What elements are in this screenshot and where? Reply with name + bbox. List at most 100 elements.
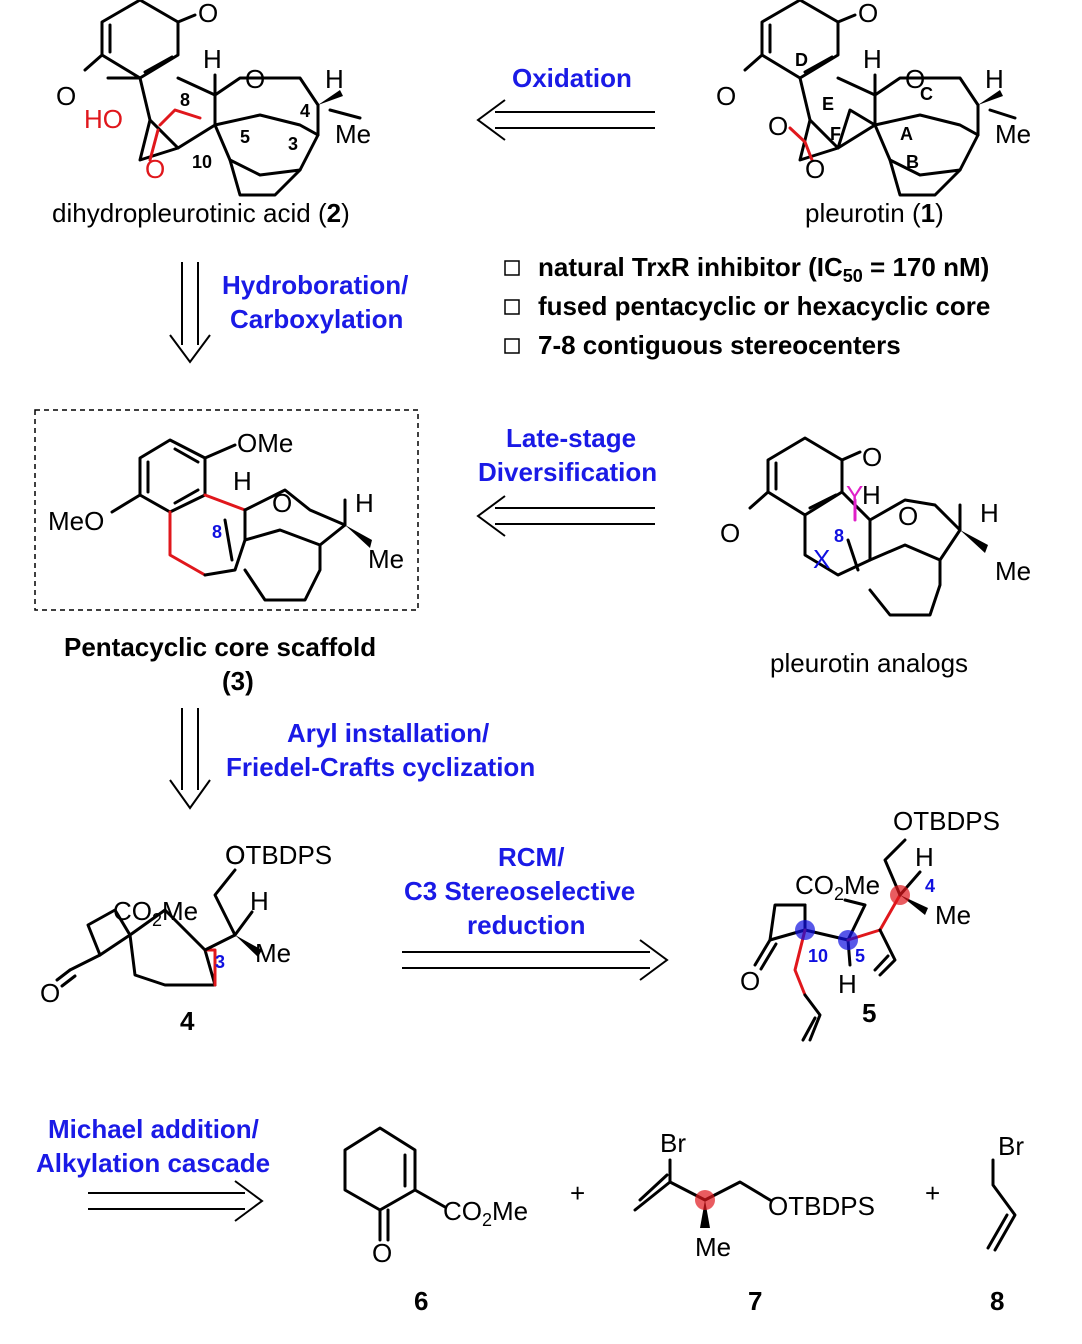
structure-pleurotin-analogs: O O Y H O H Me X 8 [720,436,1031,617]
feature-2: fused pentacyclic or hexacyclic core [538,291,990,321]
ring-label: D [795,50,808,70]
compound-2-name: dihydropleurotinic acid (2) [52,198,350,228]
retro-arrow-aryl [169,708,211,810]
atom-o: O [858,0,878,28]
atom-o: O [905,64,925,94]
atom-h: H [355,488,374,518]
step-aryl-1: Aryl installation/ [287,718,489,748]
atom-h: H [980,498,999,528]
step-late-stage-1: Late-stage [506,423,636,453]
step-oxidation: Oxidation [512,63,632,93]
atom-ho: HO [84,104,123,134]
atom-h: H [915,842,934,872]
retro-arrow-rcm [402,939,669,981]
atom-meo: MeO [48,506,104,536]
step-late-stage-2: Diversification [478,457,657,487]
ring-label: F [830,124,841,144]
core-scaffold-box [34,409,419,611]
atom-otbdps: OOTBDPS [225,840,332,870]
atom-h: H [863,44,882,74]
atom-h: H [985,64,1004,94]
position-label: 5 [240,127,250,147]
atom-o: O [40,978,60,1008]
compound-3-name: Pentacyclic core scaffold [64,632,376,662]
structure-dihydropleurotinic-acid: O O HO O H O H Me 8 4 5 3 10 [56,0,371,197]
atom-o: O [716,81,736,111]
ring-label: E [822,94,834,114]
atom-o: O [720,518,740,548]
bullet-icon [504,338,520,354]
compound-6-number: 6 [414,1286,428,1316]
position-label: 10 [192,152,212,172]
position-label: 4 [300,101,310,121]
atom-o: O [740,966,760,996]
bullet-icon [504,299,520,315]
retro-arrow-michael [88,1180,264,1222]
structure-compound-5: O CO2Me OTBDPS H Me H 10 5 4 [740,806,1000,1042]
stereocenter-marker [695,1190,715,1210]
atom-me: Me [935,900,971,930]
atom-me: Me [995,119,1031,149]
plus-sign: + [570,1178,585,1208]
atom-me: Me [255,938,291,968]
compound-5-number: 5 [862,998,876,1028]
atom-h: H [838,969,857,999]
retro-arrow-diversification [476,495,655,537]
atom-me: Me [368,544,404,574]
atom-co2me: CO2Me [113,896,198,930]
atom-ome: OMe [237,428,293,458]
step-michael-1: Michael addition/ [48,1114,259,1144]
compound-7-number: 7 [748,1286,762,1316]
position-label: 3 [288,134,298,154]
atom-o: O [245,64,265,94]
compound-4-number: 4 [180,1006,195,1036]
plus-sign: + [925,1178,940,1208]
atom-h: H [250,886,269,916]
feature-1: natural TrxR inhibitor (IC50 = 170 nM) [538,252,989,286]
structure-compound-8: Br [986,1131,1024,1252]
atom-h: H [325,64,344,94]
retro-arrow-hydroboration [169,262,211,364]
position-label: 5 [855,946,865,966]
step-aryl-2: Friedel-Crafts cyclization [226,752,535,782]
feature-3: 7-8 contiguous stereocenters [538,330,901,360]
ring-label: A [900,124,913,144]
atom-o: O [372,1238,392,1268]
atom-o: O [272,488,292,518]
position-label: 8 [180,90,190,110]
atom-h: H [233,466,252,496]
atom-y: Y [846,480,863,510]
position-label: 3 [215,952,225,972]
ring-label: B [906,152,919,172]
atom-co2me: CO2Me [795,870,880,904]
atom-otbdps: OTBDPS [893,806,1000,836]
atom-co2me: CO2Me [443,1196,528,1230]
step-rcm-3: reduction [467,910,585,940]
atom-o: O [145,154,165,184]
position-label: 8 [834,526,844,546]
atom-x: X [813,544,830,574]
structure-compound-7: Br Me OTBDPS [633,1128,875,1262]
analogs-name: pleurotin analogs [770,648,968,678]
step-michael-2: Alkylation cascade [36,1148,270,1178]
stereocenter-marker [890,885,910,905]
structure-compound-6: O CO2Me [343,1126,528,1268]
step-hydroboration-1: Hydroboration/ [222,270,408,300]
compound-8-number: 8 [990,1286,1004,1316]
step-hydroboration-2: Carboxylation [230,304,403,334]
position-label: 8 [212,522,222,542]
atom-h: H [862,480,881,510]
compound-1-name: pleurotin (1) [805,198,944,228]
stereocenter-marker [838,930,858,950]
position-label: 4 [925,876,935,896]
atom-br: Br [660,1128,686,1158]
retro-arrow-oxidation [476,99,655,141]
bullet-icon [504,260,520,276]
structure-compound-4: O CO2Me OOTBDPS H Me 3 [40,840,332,1008]
position-label: 10 [808,946,828,966]
step-rcm-2: C3 Stereoselective [404,876,635,906]
stereocenter-marker [795,920,815,940]
structure-pleurotin: O O O O H O H Me D E F C A B [716,0,1031,197]
